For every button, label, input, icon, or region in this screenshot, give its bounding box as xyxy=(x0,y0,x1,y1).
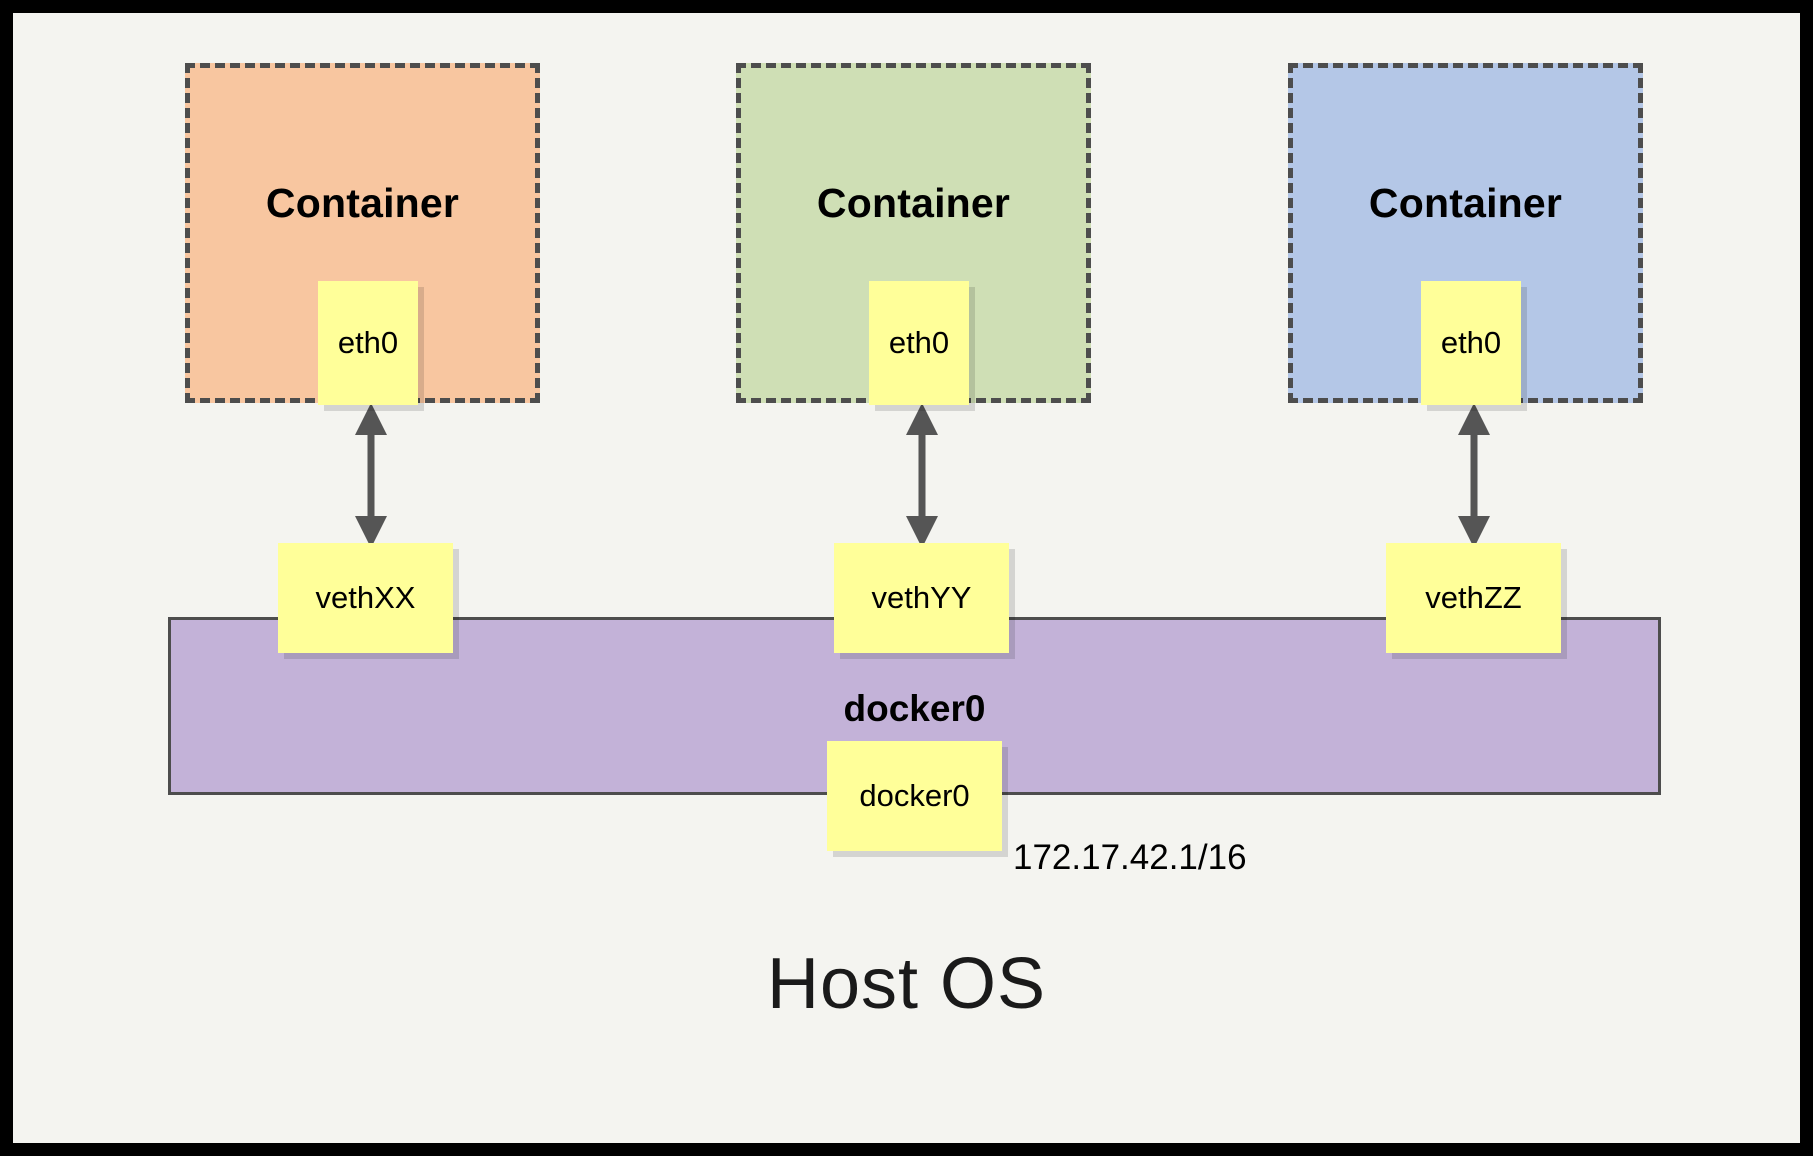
diagram-canvas: docker0 Container eth0 vethXX Container … xyxy=(13,13,1800,1143)
veth-box-1[interactable]: vethXX xyxy=(278,543,453,653)
container-title-3: Container xyxy=(1368,180,1563,226)
veth-box-3[interactable]: vethZZ xyxy=(1386,543,1561,653)
docker0-bridge-label: docker0 xyxy=(843,688,986,729)
arrow-container-1-to-veth xyxy=(355,403,387,548)
docker0-ip-address: 172.17.42.1/16 xyxy=(1013,838,1247,877)
container-title-2: Container xyxy=(816,180,1011,226)
docker0-interface-note[interactable]: docker0 xyxy=(827,741,1002,851)
veth-box-2[interactable]: vethYY xyxy=(834,543,1009,653)
eth0-interface-3[interactable]: eth0 xyxy=(1421,281,1521,405)
eth0-interface-1[interactable]: eth0 xyxy=(318,281,418,405)
container-title-1: Container xyxy=(265,180,460,226)
arrow-container-2-to-veth xyxy=(906,403,938,548)
arrow-container-3-to-veth xyxy=(1458,403,1490,548)
container-box-3[interactable]: Container xyxy=(1288,63,1643,403)
host-os-label: Host OS xyxy=(766,944,1047,1024)
eth0-interface-2[interactable]: eth0 xyxy=(869,281,969,405)
container-box-2[interactable]: Container xyxy=(736,63,1091,403)
